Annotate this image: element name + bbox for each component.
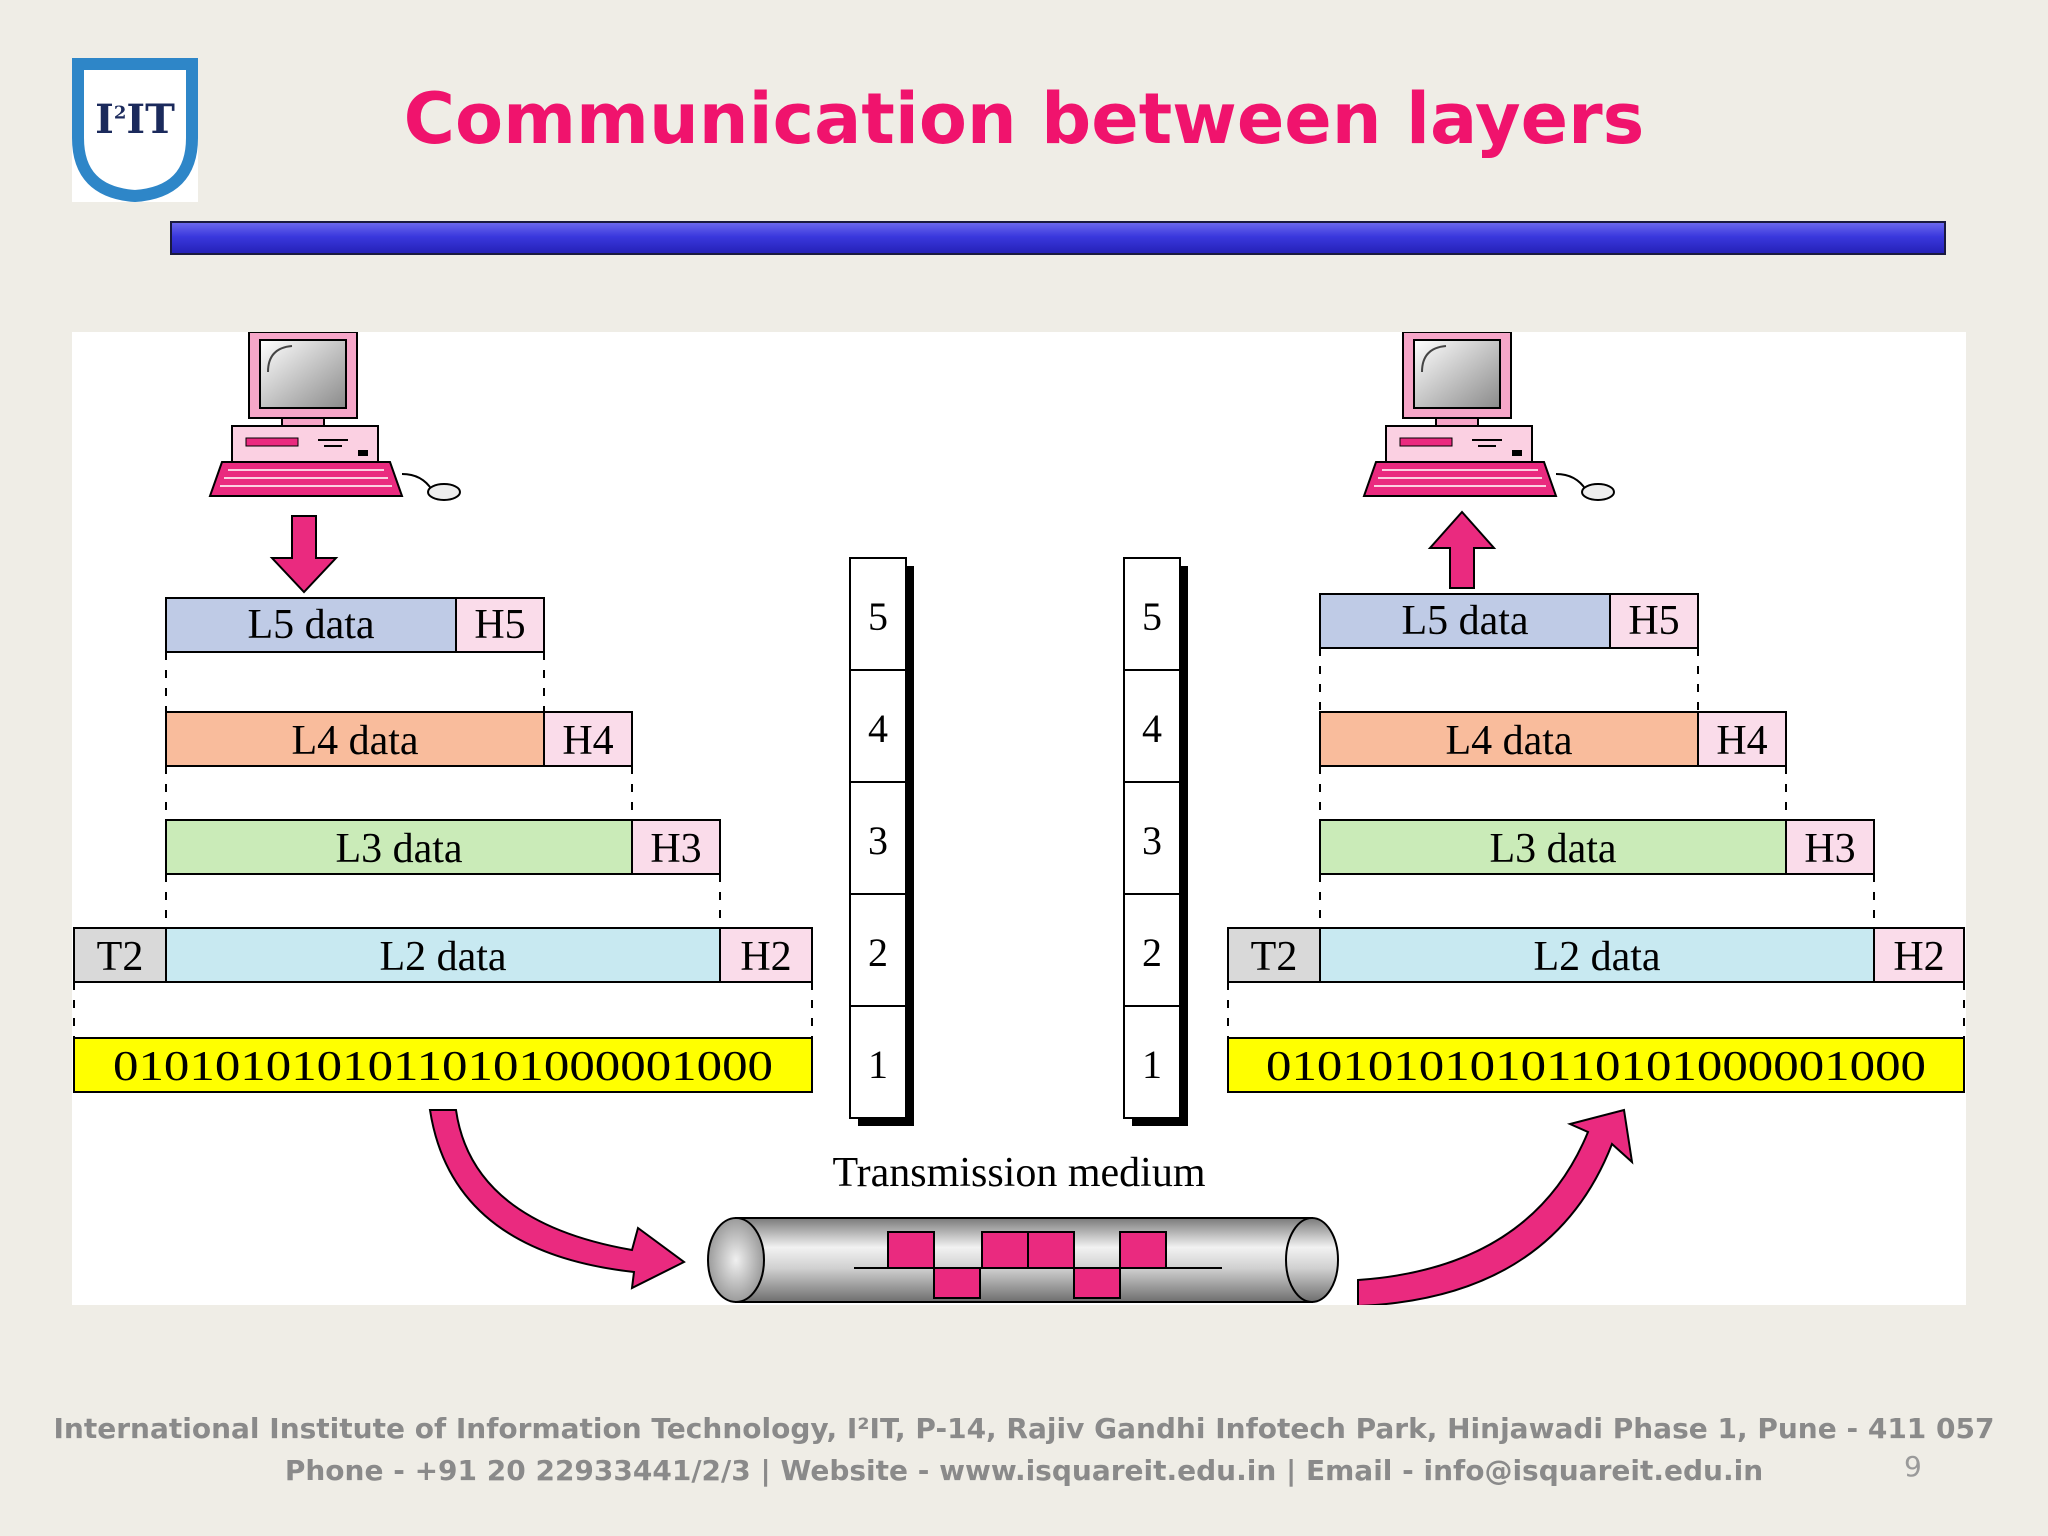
bitstream-label: 01010101010110101000001000 bbox=[1266, 1044, 1926, 1090]
layer-5-label: 5 bbox=[1142, 594, 1162, 639]
l2-data-label: L2 data bbox=[1533, 934, 1660, 980]
bitstream-label: 01010101010110101000001000 bbox=[113, 1044, 773, 1090]
footer-address: International Institute of Information T… bbox=[53, 1412, 1995, 1445]
layer-communication-diagram: L5 data H5 L4 data H4 L3 data H3 T2 L2 d… bbox=[72, 332, 1966, 1305]
layer-2-label: 2 bbox=[1142, 930, 1162, 975]
h4-header-label: H4 bbox=[1716, 718, 1767, 764]
h4-header-label: H4 bbox=[562, 718, 613, 764]
layer-5-label: 5 bbox=[868, 594, 888, 639]
title-underline-bar bbox=[170, 221, 1946, 255]
transmission-medium-label: Transmission medium bbox=[833, 1150, 1206, 1196]
down-arrow-icon bbox=[269, 515, 339, 594]
sender-layer-column: 5 4 3 2 1 bbox=[849, 557, 914, 1126]
h2-header-box bbox=[719, 927, 813, 983]
h2-header-label: H2 bbox=[740, 934, 791, 980]
l3-data-label: L3 data bbox=[335, 826, 462, 872]
l5-data-box bbox=[1319, 593, 1611, 649]
receiver-layer-column: 5 4 3 2 1 bbox=[1123, 557, 1188, 1126]
l4-data-box bbox=[1319, 711, 1699, 767]
h3-header-box bbox=[1785, 819, 1875, 875]
h3-header-label: H3 bbox=[650, 826, 701, 872]
t2-trailer-label: T2 bbox=[97, 934, 144, 980]
institute-logo: I2IT bbox=[72, 58, 198, 203]
h5-header-label: H5 bbox=[1628, 598, 1679, 644]
layer-3-label: 3 bbox=[868, 818, 888, 863]
l5-data-label: L5 data bbox=[247, 602, 374, 648]
h5-header-label: H5 bbox=[474, 602, 525, 648]
logo-text: I2IT bbox=[95, 96, 175, 143]
layer-1-label: 1 bbox=[868, 1042, 888, 1087]
sender-computer-icon bbox=[208, 332, 461, 501]
h5-header-box bbox=[455, 597, 545, 653]
l5-data-label: L5 data bbox=[1401, 598, 1528, 644]
l4-data-label: L4 data bbox=[1445, 718, 1572, 764]
l2-data-label: L2 data bbox=[379, 934, 506, 980]
page-number: 9 bbox=[1904, 1450, 1922, 1483]
h2-header-box bbox=[1873, 927, 1965, 983]
curved-arrow-from-medium-icon bbox=[1357, 1108, 1634, 1305]
l4-data-box bbox=[165, 711, 545, 767]
h3-header-label: H3 bbox=[1804, 826, 1855, 872]
l4-data-label: L4 data bbox=[291, 718, 418, 764]
transmission-medium-pipe bbox=[707, 1217, 1339, 1303]
layer-2-label: 2 bbox=[868, 930, 888, 975]
h3-header-box bbox=[631, 819, 721, 875]
l2-data-box bbox=[165, 927, 721, 983]
t2-trailer-box bbox=[1227, 927, 1321, 983]
layer-4-label: 4 bbox=[1142, 706, 1162, 751]
h5-header-box bbox=[1609, 593, 1699, 649]
h4-header-box bbox=[1697, 711, 1787, 767]
sender-encapsulation-stack: L5 data H5 L4 data H4 L3 data H3 T2 L2 d… bbox=[73, 597, 813, 1093]
receiver-decapsulation-stack: L5 data H5 L4 data H4 L3 data H3 T2 L2 d… bbox=[1227, 593, 1965, 1093]
receiver-computer-icon bbox=[1362, 332, 1615, 501]
h4-header-box bbox=[543, 711, 633, 767]
t2-trailer-label: T2 bbox=[1251, 934, 1298, 980]
up-arrow-icon bbox=[1427, 510, 1497, 589]
bitstream-box bbox=[73, 1037, 813, 1093]
slide-title: Communication between layers bbox=[403, 78, 1645, 160]
h2-header-label: H2 bbox=[1893, 934, 1944, 980]
layer-4-label: 4 bbox=[868, 706, 888, 751]
layer-3-label: 3 bbox=[1142, 818, 1162, 863]
bitstream-box bbox=[1227, 1037, 1965, 1093]
t2-trailer-box bbox=[73, 927, 167, 983]
curved-arrow-to-medium-icon bbox=[428, 1109, 686, 1290]
layer-1-label: 1 bbox=[1142, 1042, 1162, 1087]
footer-contact: Phone - +91 20 22933441/2/3 | Website - … bbox=[284, 1454, 1764, 1487]
l3-data-label: L3 data bbox=[1489, 826, 1616, 872]
